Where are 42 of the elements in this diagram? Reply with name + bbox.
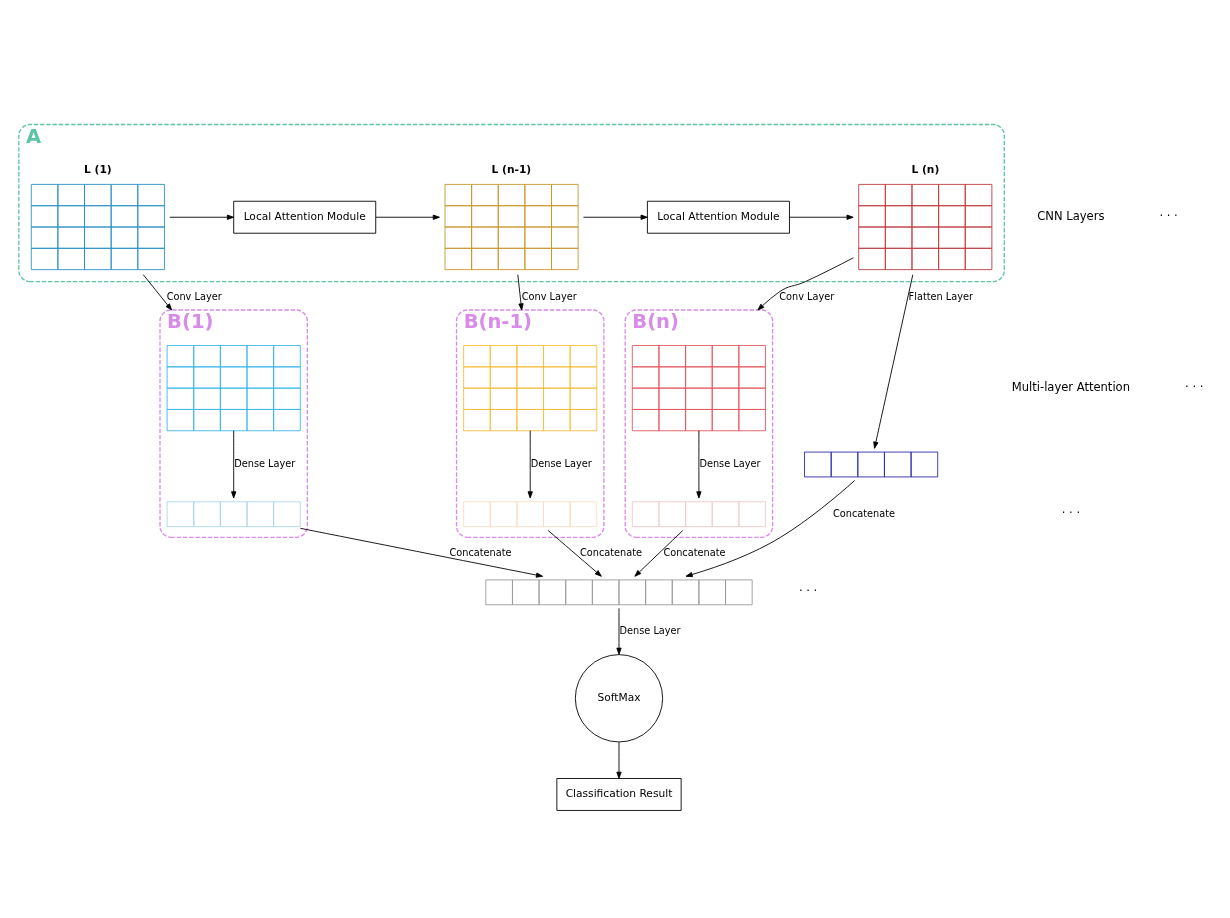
label: · · · [1185,379,1204,394]
edge-label: Concatenate [832,507,896,519]
arrow [789,214,854,220]
edge-label: Conv Layer [166,290,222,302]
node-box: Local Attention Module [646,200,790,234]
node-label: L (1) [84,162,112,176]
edge-label: Dense Layer [699,457,761,469]
arrow [696,429,702,498]
arrow [634,529,684,577]
arrow [873,273,914,449]
edge-label: Conv Layer [779,290,835,302]
arrow [142,273,173,310]
arrow [616,741,622,779]
edge-label: Flatten Layer [908,290,974,302]
arrow [299,527,543,578]
arrow [583,214,648,220]
edge-label: Concatenate [449,546,512,558]
arrow [169,214,234,220]
arrow [517,273,524,310]
node-label: L (n-1) [491,162,532,176]
edge-label: Conv Layer [521,290,577,302]
arrow [685,479,856,577]
label: · · · [1159,208,1178,223]
edge-label: Concatenate [663,546,726,558]
arrow [547,529,602,577]
node-box: Local Attention Module [233,200,377,234]
label: Multi-layer Attention [1011,379,1130,394]
arrow [616,607,622,655]
arrow [527,429,533,498]
label: · · · [1061,505,1081,520]
label: · · · [798,583,818,598]
edge-label: Concatenate [579,546,643,558]
label: CNN Layers [1037,208,1105,223]
arrow [757,256,854,310]
edge-label: Dense Layer [234,457,296,469]
node-circle: SoftMax [574,653,664,742]
node-box: Classification Result [556,777,682,811]
arrow [231,429,237,498]
edge-label: Dense Layer [530,457,592,469]
arrow [375,214,440,220]
edge-label: Dense Layer [619,624,681,636]
node-label: L (n) [911,162,940,176]
